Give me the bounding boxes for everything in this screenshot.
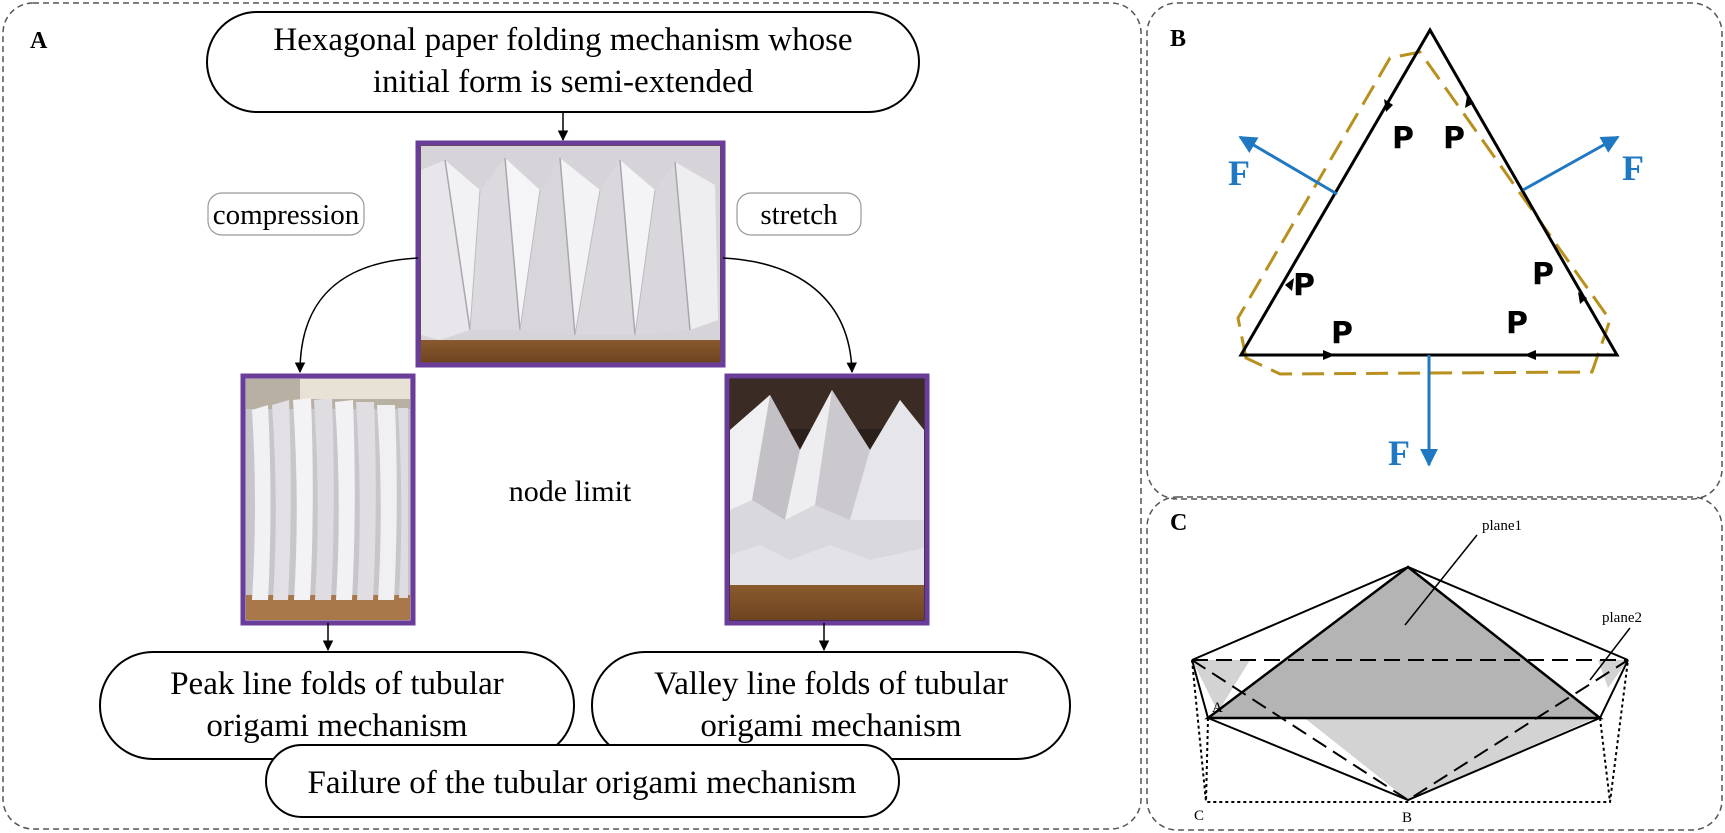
panel-b-label: B bbox=[1170, 26, 1186, 52]
stretch-label: stretch bbox=[760, 199, 838, 231]
compression-label: compression bbox=[213, 199, 360, 231]
plane1 bbox=[1204, 565, 1604, 720]
top-box-line2: initial form is semi-extended bbox=[373, 64, 754, 100]
point-a-label: A bbox=[1212, 700, 1223, 716]
arrow-compression bbox=[294, 257, 419, 374]
panel-c-label: C bbox=[1170, 510, 1187, 536]
valley-box-line1: Valley line folds of tubular bbox=[654, 666, 1008, 702]
point-c-label: C bbox=[1194, 808, 1204, 824]
force-label-left: F bbox=[1228, 153, 1250, 193]
plane2-left bbox=[1192, 660, 1250, 712]
panel-b-frame bbox=[1146, 2, 1723, 500]
p-label-1: P bbox=[1392, 121, 1414, 156]
triangle bbox=[1238, 27, 1620, 357]
force-diagram: F F F P P P P P P bbox=[1228, 27, 1644, 473]
p-label-4: P bbox=[1532, 257, 1554, 292]
photo-semi-extended bbox=[415, 140, 726, 368]
stretch-label-box bbox=[736, 192, 862, 236]
node-limit-label: node limit bbox=[509, 475, 632, 508]
failure-box-text: Failure of the tubular origami mechanism bbox=[308, 765, 857, 801]
force-label-bottom: F bbox=[1388, 433, 1410, 473]
photo-compressed bbox=[240, 373, 416, 626]
force-label-right: F bbox=[1622, 148, 1644, 188]
p-label-5: P bbox=[1331, 316, 1353, 351]
point-b-label: B bbox=[1402, 810, 1412, 826]
top-box-line1: Hexagonal paper folding mechanism whose bbox=[273, 22, 852, 58]
plane2-label: plane2 bbox=[1602, 610, 1642, 626]
plane2-lower bbox=[1302, 716, 1600, 800]
failure-box bbox=[265, 744, 900, 818]
compression-label-box bbox=[207, 192, 365, 236]
peak-box-line1: Peak line folds of tubular bbox=[170, 666, 504, 702]
dashed-deformed-outline bbox=[1236, 50, 1612, 376]
p-label-6: P bbox=[1506, 306, 1528, 341]
valley-box-line2: origami mechanism bbox=[700, 708, 962, 744]
arrow-stretch bbox=[722, 257, 857, 374]
panel-a-label: A bbox=[30, 28, 48, 54]
plane2-right bbox=[1598, 660, 1628, 688]
plane1-label: plane1 bbox=[1482, 518, 1522, 534]
plane-diagram: plane1 plane2 A B C bbox=[1191, 518, 1642, 826]
peak-box-line2: origami mechanism bbox=[206, 708, 468, 744]
p-label-3: P bbox=[1293, 268, 1315, 303]
p-label-2: P bbox=[1443, 121, 1465, 156]
panel-c-frame bbox=[1146, 496, 1723, 831]
photo-stretched bbox=[724, 373, 930, 626]
